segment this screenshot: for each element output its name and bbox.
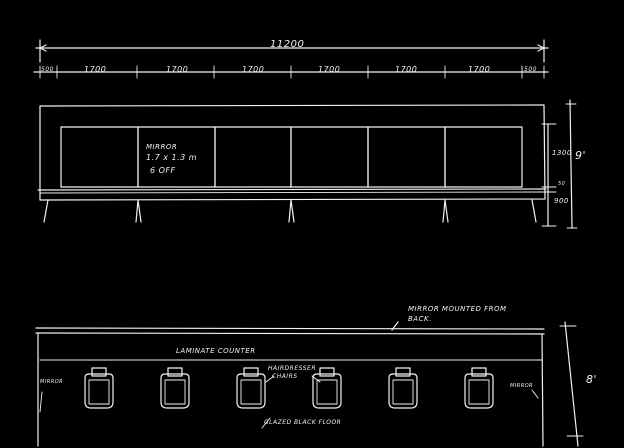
height-dimension-lines [541,99,578,229]
bay-dimension-7: 1700 [468,65,491,74]
floor-label: GLAZED BLACK FLOOR [264,419,342,426]
total-height-elevation: 9' [575,149,587,162]
chair-4 [312,367,342,409]
total-height-plan: 8' [586,373,598,386]
chair-6 [464,367,494,409]
bay-dimension-8: 500 [524,66,537,73]
counter-label: LAMINATE COUNTER [176,347,256,355]
chair-1 [84,367,114,409]
chair-2 [160,367,190,409]
leader-lines [39,375,539,429]
bay-dimension-5: 1700 [318,65,341,74]
bay-dimension-4: 1700 [242,65,265,74]
bay-dimension-1: 500 [41,66,54,73]
mirror-right-label: MIRROR [510,383,534,389]
mirror-height-dimension: 1300 [552,149,572,157]
overall-dimension-line [35,39,549,63]
counter-legs [43,199,537,223]
chairs-label: HAIRDRESSER [268,365,316,372]
bay-dimension-line [33,65,549,79]
wall-elevation [37,104,547,201]
plan-height-dimension [559,321,584,447]
mirror-mounting-note: MIRROR MOUNTED FROM [408,305,507,313]
chairs [84,367,494,409]
ledge-dimension: 50 [558,181,566,187]
mirror-left-label: MIRROR [40,379,64,385]
mirror-size: 1.7 x 1.3 m [146,153,198,162]
mirror-mounting-note-cont: BACK. [408,315,432,323]
mirror-label: MIRROR [146,143,178,151]
bay-dimension-3: 1700 [166,65,189,74]
counter-height-dimension: 900 [554,197,569,205]
mirror-count: 6 OFF [150,166,176,175]
overall-dimension: 11200 [270,39,305,50]
bay-dimension-6: 1700 [395,65,418,74]
bay-dimension-2: 1700 [84,65,107,74]
chairs-label-cont: CHAIRS [272,373,298,380]
chair-3 [236,367,266,409]
counter-plan [35,321,545,447]
chair-5 [388,367,418,409]
mirror-panels [60,126,523,188]
